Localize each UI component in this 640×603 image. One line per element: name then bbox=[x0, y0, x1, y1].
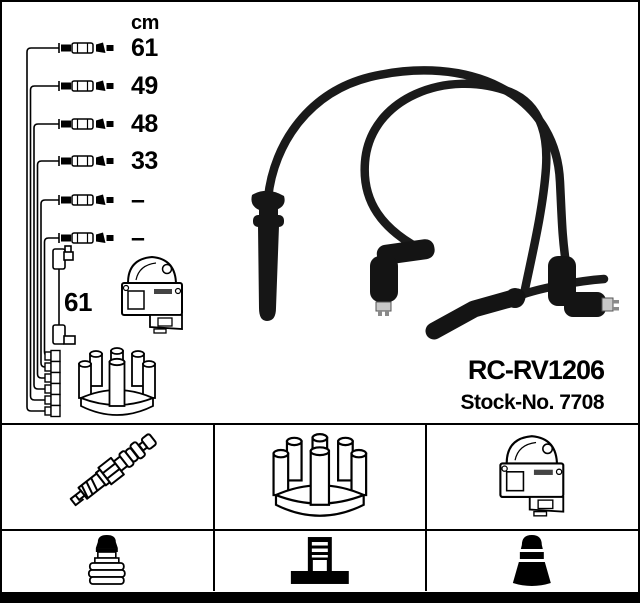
pencil-boot bbox=[251, 190, 285, 321]
coil-lead-drawing bbox=[52, 245, 76, 345]
lead-length-2: 49 bbox=[131, 72, 158, 100]
coil-tower-connector-icon bbox=[290, 537, 349, 584]
legend-cell-coil-tower bbox=[214, 531, 426, 591]
lead-set-schematic bbox=[26, 41, 183, 418]
lead-length-4: 33 bbox=[131, 147, 158, 175]
lead-length-1: 61 bbox=[131, 34, 158, 62]
stack-connector bbox=[44, 349, 61, 363]
stock-number: Stock-No. 7708 bbox=[460, 391, 604, 414]
legend-cell-spark-plug bbox=[2, 425, 213, 529]
plug-boot-connector-icon bbox=[513, 535, 552, 586]
stack-connector bbox=[44, 371, 61, 385]
part-number: RC-RV1206 bbox=[467, 355, 605, 385]
stack-connector bbox=[44, 393, 61, 407]
unit-label: cm bbox=[131, 12, 159, 34]
elbow-boot bbox=[370, 239, 435, 316]
lead-length-5: – bbox=[131, 186, 145, 214]
lead-connector-symbol bbox=[58, 231, 115, 244]
stack-connector bbox=[44, 360, 61, 374]
legend-cell-distributor-cap bbox=[214, 425, 426, 529]
cable-outer-loop bbox=[263, 66, 571, 269]
right-angle-boot bbox=[548, 256, 619, 317]
distributor-connector-stack bbox=[44, 349, 61, 418]
lead-connector-symbol bbox=[58, 154, 115, 167]
din-terminal-connector-icon bbox=[87, 535, 126, 585]
lead-connector-symbol bbox=[58, 117, 115, 130]
lead-connector-symbol bbox=[58, 41, 115, 54]
lead-connector-symbol bbox=[58, 193, 115, 206]
coil-lead-length: 61 bbox=[64, 287, 92, 317]
spark-plug-icon bbox=[69, 433, 157, 507]
legend-cell-ignition-coil bbox=[427, 425, 638, 529]
lead-connector-symbols bbox=[58, 41, 115, 244]
lead-connector-symbol bbox=[58, 79, 115, 92]
stack-connector bbox=[44, 404, 61, 418]
lead-length-3: 48 bbox=[131, 110, 158, 138]
angled-boot bbox=[425, 288, 526, 340]
component-legend bbox=[2, 423, 638, 591]
ignition-coil-drawing bbox=[121, 256, 183, 334]
legend-cell-plug-boot bbox=[427, 531, 638, 591]
terminal-pin bbox=[601, 297, 614, 312]
distributor-cap-drawing bbox=[78, 347, 156, 416]
lead-wires bbox=[26, 47, 59, 412]
ignition-coil-icon bbox=[499, 435, 565, 517]
stack-connector bbox=[44, 382, 61, 396]
part-number-block: RC-RV1206 Stock-No. 7708 bbox=[460, 355, 605, 414]
legend-cell-din-terminal bbox=[2, 531, 213, 591]
terminal-pin bbox=[375, 301, 392, 312]
cable-set-photo bbox=[251, 66, 619, 340]
bottom-border-band bbox=[2, 592, 638, 601]
distributor-cap-icon bbox=[272, 433, 367, 517]
lead-length-6: – bbox=[131, 224, 145, 252]
